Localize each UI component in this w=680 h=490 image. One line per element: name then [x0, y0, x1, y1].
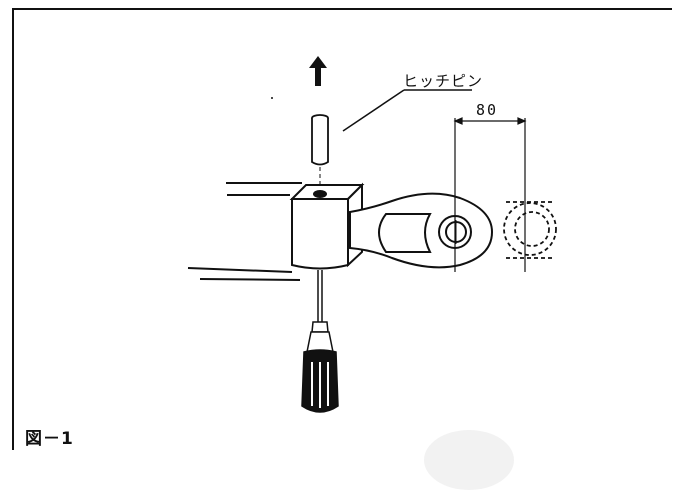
speck [271, 97, 273, 99]
hitch-pin-label: ヒッチピン [403, 72, 484, 90]
pin-leader-line [342, 89, 472, 132]
clevis-eye [349, 192, 494, 269]
dimension-lines [453, 117, 527, 272]
scan-watermark [424, 430, 514, 490]
screwdriver [301, 270, 339, 413]
dimension-label: 80 [476, 101, 499, 119]
hitch-diagram [12, 8, 672, 413]
figure-caption: 図－1 [25, 429, 74, 449]
moved-eye-outline [503, 201, 557, 259]
up-arrow-icon [309, 56, 327, 86]
hitch-pin [311, 114, 329, 166]
drawbar-tube [187, 182, 302, 281]
